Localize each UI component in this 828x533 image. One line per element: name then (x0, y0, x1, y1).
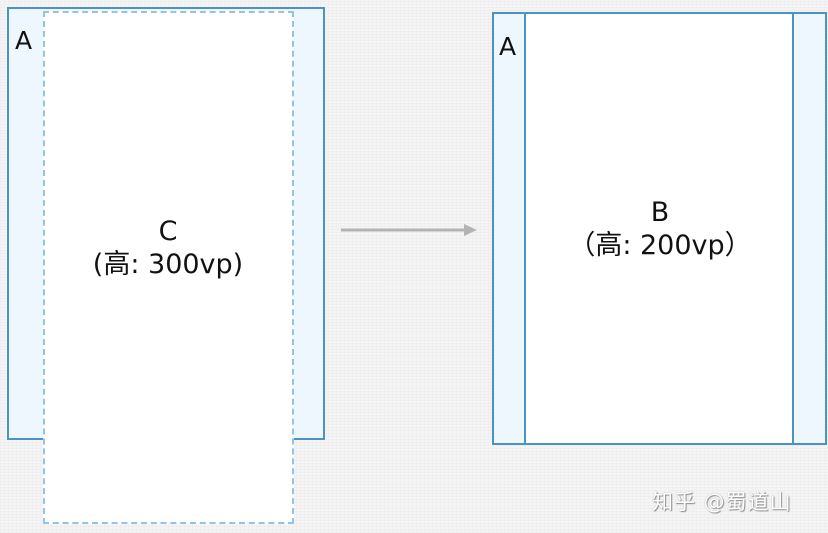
component-b-label: B （高: 200vp） (560, 196, 760, 262)
component-c-height: (高: 300vp) (92, 249, 244, 280)
watermark: 知乎 @蜀道山 (652, 490, 792, 514)
component-c-label: C (高: 300vp) (58, 215, 278, 281)
label-a-right: A (499, 32, 517, 61)
component-b-name: B (650, 197, 670, 228)
arrow-head (464, 224, 477, 236)
component-c (43, 11, 294, 524)
arrow-right-icon (341, 224, 477, 236)
component-b-height: （高: 200vp） (568, 230, 752, 261)
component-c-name: C (158, 216, 178, 247)
label-a-left: A (15, 26, 33, 55)
component-b (524, 12, 794, 445)
